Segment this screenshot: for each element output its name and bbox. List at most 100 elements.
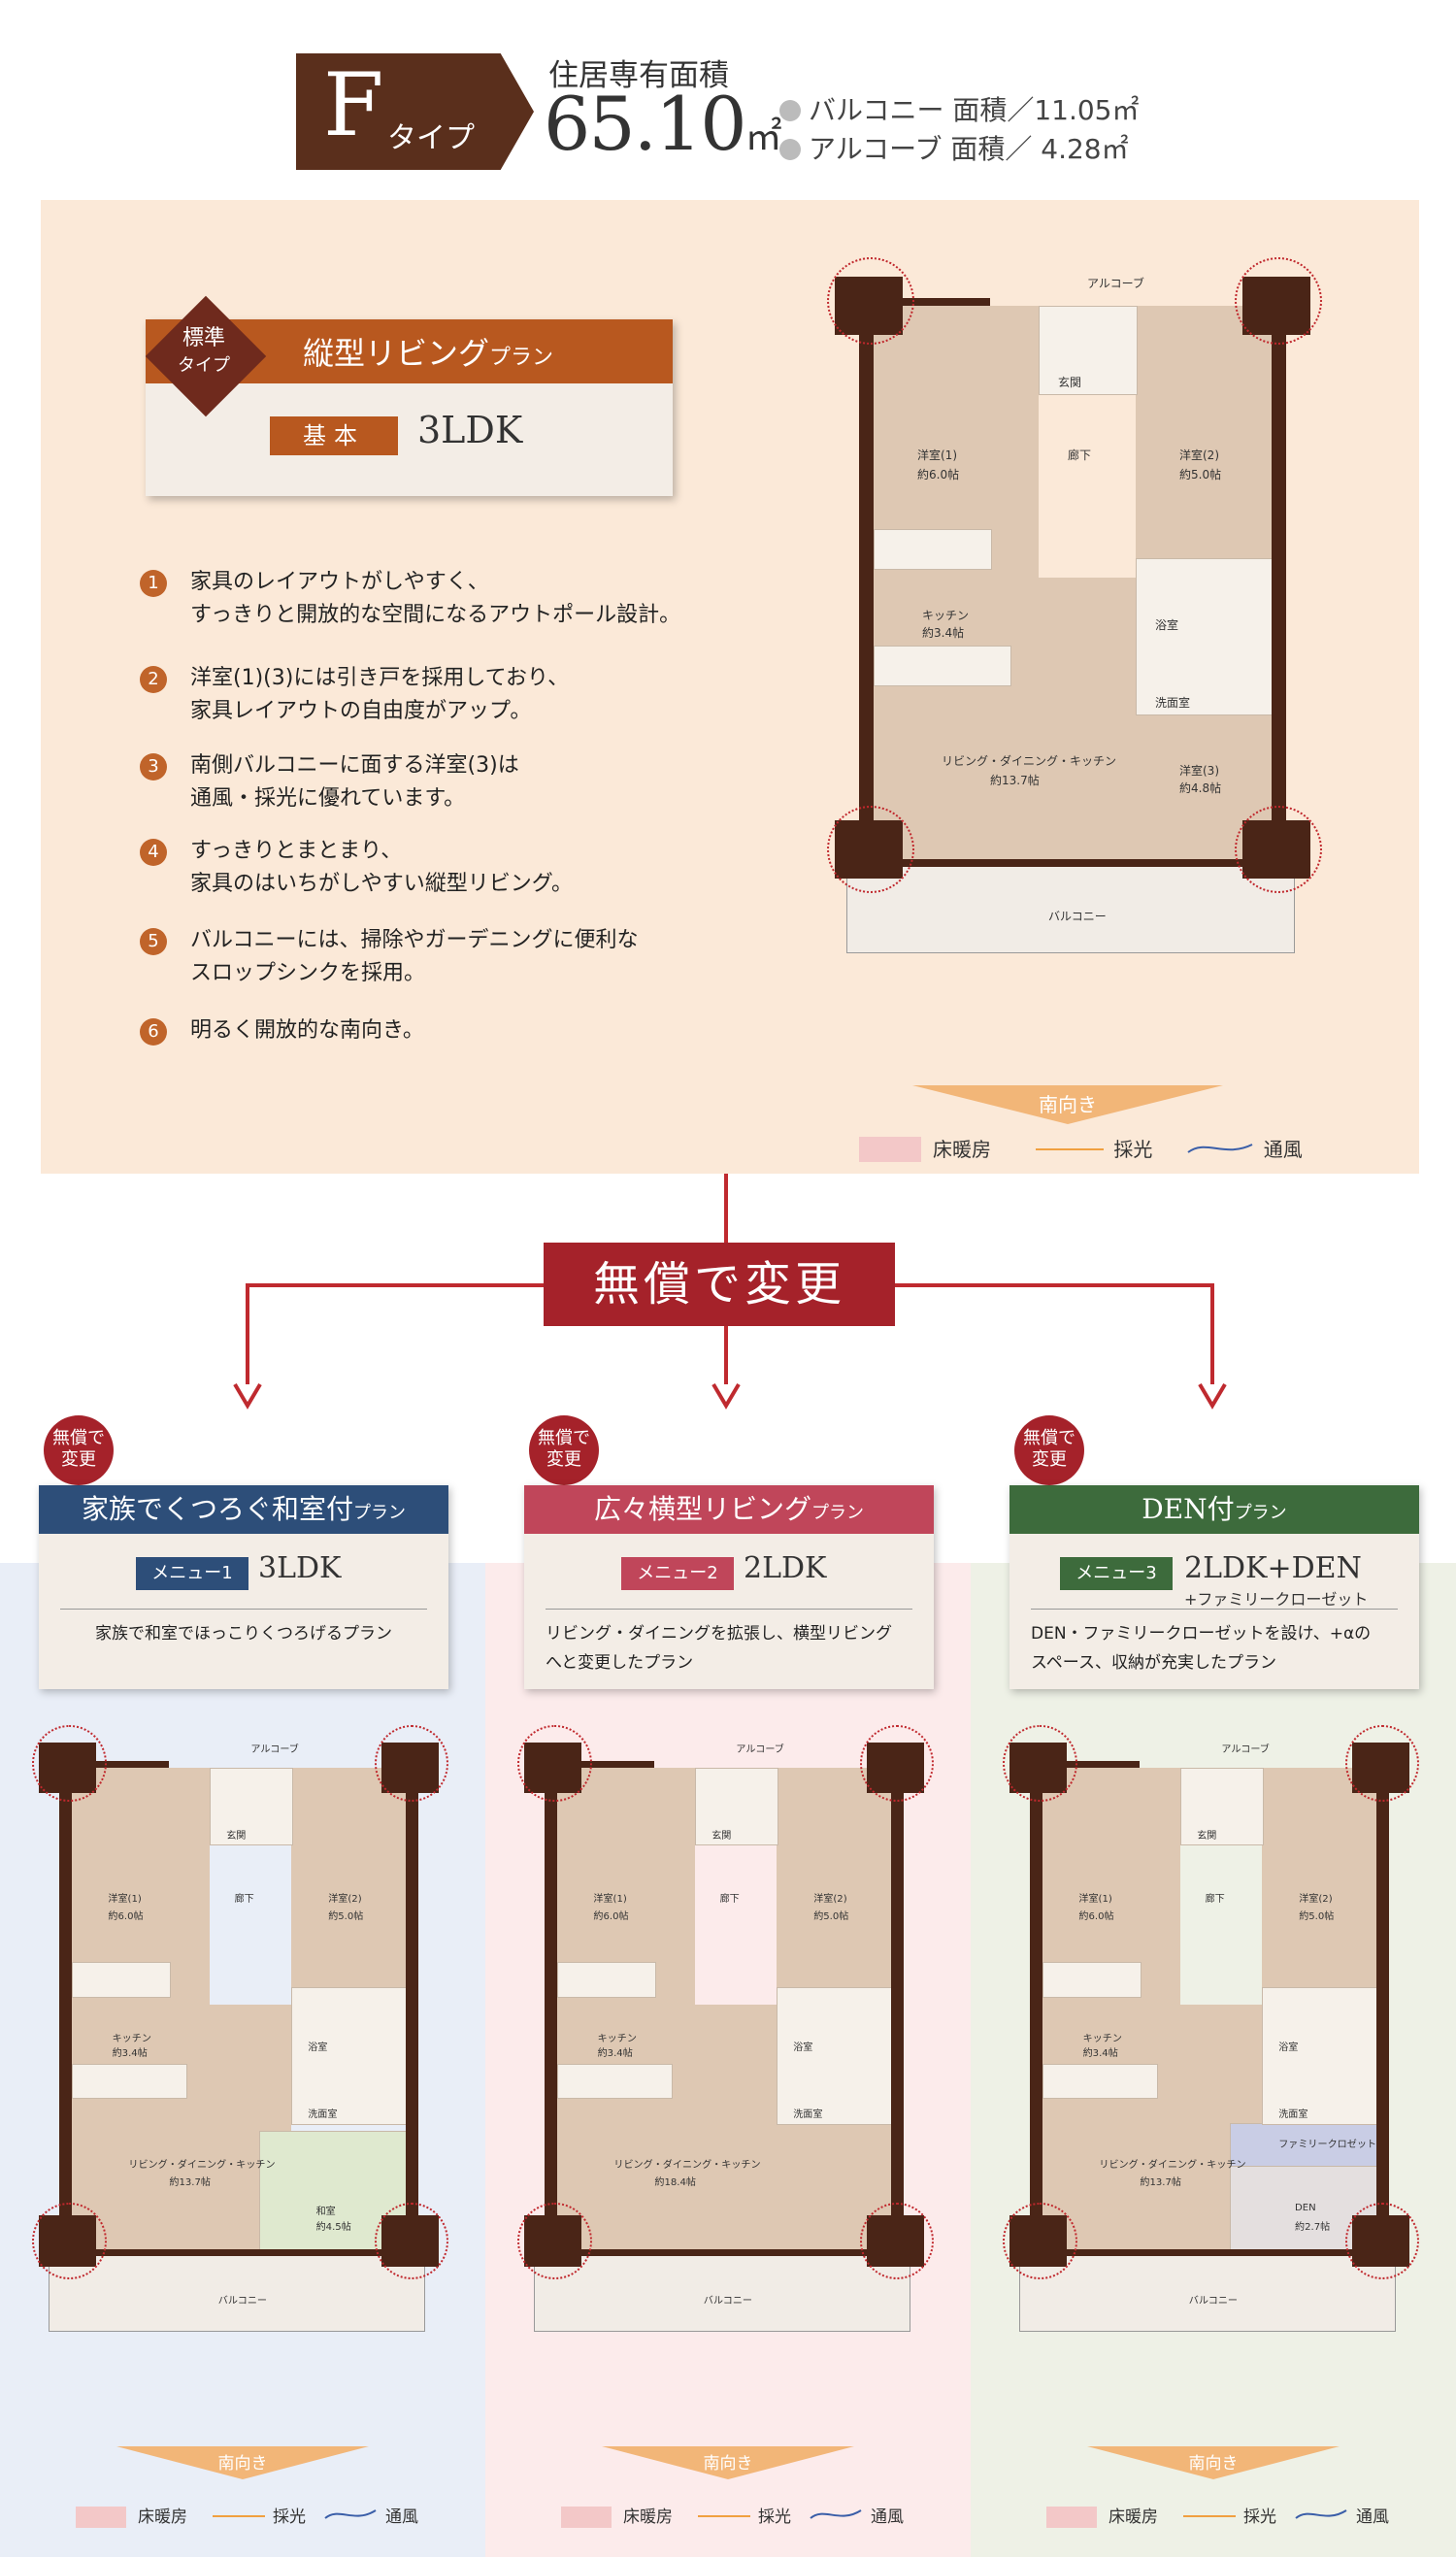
area-number: 65.10 (544, 81, 747, 167)
label-balcony: バルコニー (217, 2295, 267, 2307)
menu-title: DEN付 (1142, 1493, 1235, 1525)
free-change-badge: 無償で変更 (44, 1415, 114, 1485)
wind-icon (1295, 2509, 1347, 2519)
outpole-circle (517, 1725, 592, 1803)
outpole-circle (860, 1725, 935, 1803)
legend-light: 採光 (1113, 1138, 1153, 1161)
alcove-area-text: アルコーブ 面積／ 4.28㎡ (809, 133, 1129, 165)
kitchen-counter (71, 2063, 188, 2100)
label-living: リビング・ダイニング・キッチン (942, 754, 1117, 768)
wind-icon (324, 2509, 377, 2519)
outpole-circle (32, 2203, 107, 2280)
label-western-1-size: 約6.0帖 (917, 468, 960, 482)
legend-wind: 通風 (1356, 2507, 1389, 2527)
floor-heating-swatch (859, 1137, 921, 1162)
room-western-2 (1262, 1767, 1376, 1988)
menu-description: DEN・ファミリークローゼットを設け、+αのスペース、収納が充実したプラン (1031, 1619, 1398, 1677)
label-living: リビング・ダイニング・キッチン (613, 2160, 761, 2172)
label-hall: 廊下 (234, 1894, 254, 1906)
label-bath: 浴室 (1155, 618, 1179, 632)
wind-icon (1187, 1144, 1253, 1153)
room-living (1042, 2004, 1263, 2250)
label-kitchen: キッチン (597, 2033, 637, 2044)
label-living: リビング・ダイニング・キッチン (1099, 2160, 1246, 2172)
label-alcove: アルコーブ (1221, 1744, 1270, 1756)
balcony-area: バルコニー 面積／11.05㎡ (779, 89, 1140, 128)
kitchen-counter (874, 646, 1011, 686)
label-kitchen-size: 約3.4帖 (597, 2048, 633, 2060)
label-bath: 浴室 (308, 2042, 328, 2053)
feature-line: すっきりと開放的な空間になるアウトポール設計。 (190, 603, 681, 627)
label-western-1-size: 約6.0帖 (593, 1910, 629, 1922)
label-living-size: 約18.4帖 (654, 2176, 696, 2188)
plan-card-body (146, 383, 673, 496)
room-living (71, 2004, 292, 2250)
outpole-circle (517, 2203, 592, 2280)
label-balcony: バルコニー (1048, 910, 1107, 923)
south-arrow: 南向き (116, 2446, 369, 2479)
closets (71, 1962, 172, 1998)
area-value: 65.10㎡ (544, 85, 782, 176)
menu-divider (60, 1609, 427, 1610)
wall (71, 1760, 170, 1768)
legend-light: 採光 (273, 2507, 306, 2527)
badge-line-1: 無償で (1023, 1428, 1075, 1448)
menu-tag: メニュー1 (136, 1557, 248, 1590)
menu-floor-plan: アルコーブ洋室(1)約6.0帖洋室(2)約5.0帖玄関廊下浴室洗面室キッチン約3… (32, 1709, 449, 2427)
label-western-2: 洋室(2) (1299, 1894, 1333, 1906)
light-arrow-icon (1183, 2515, 1236, 2517)
feature-text: 明るく開放的な南向き。 (190, 1014, 792, 1047)
down-arrow-icon (1198, 1382, 1227, 1410)
label-washroom: 洗面室 (793, 2109, 823, 2121)
wall (1030, 1750, 1042, 2258)
entrance (210, 1767, 294, 1846)
menu-title-suffix: プラン (811, 1503, 864, 1523)
label-western-2-size: 約5.0帖 (1179, 468, 1222, 482)
south-arrow-icon (1087, 2446, 1340, 2479)
menu-card-header: 広々横型リビングプラン (524, 1485, 934, 1534)
feature-line: 洋室(1)(3)には引き戸を採用しており、 (190, 666, 570, 690)
wall (1042, 1760, 1141, 1768)
standard-badge-text: 標準 タイプ (159, 325, 248, 380)
label-washroom: 洗面室 (308, 2109, 338, 2121)
label-western-2-size: 約5.0帖 (328, 1910, 364, 1922)
wall (406, 1750, 418, 2258)
plan-title-text: 縦型リビング (303, 335, 490, 372)
area-label: 住居専有面積 (548, 58, 729, 93)
feature-number: 5 (140, 928, 167, 955)
label-western-1-size: 約6.0帖 (108, 1910, 144, 1922)
menu-floor-plan: アルコーブ洋室(1)約6.0帖洋室(2)約5.0帖玄関廊下浴室洗面室キッチン約3… (1003, 1709, 1420, 2427)
menu-description-line: DEN・ファミリークローゼットを設け、+αの (1031, 1624, 1372, 1644)
wind-icon (810, 2509, 862, 2519)
outpole-circle (827, 257, 914, 345)
legend: 床暖房採光通風 (76, 2503, 418, 2528)
feature-text: 家具のレイアウトがしやすく、すっきりと開放的な空間になるアウトポール設計。 (190, 566, 792, 632)
badge-line-2: 変更 (61, 1449, 96, 1470)
badge-line-1: 無償で (538, 1428, 590, 1448)
feature-text: 洋室(1)(3)には引き戸を採用しており、家具レイアウトの自由度がアップ。 (190, 662, 792, 728)
legend-floor-heating: 床暖房 (623, 2507, 673, 2527)
standard-floor-plan: アルコーブ洋室(1)約6.0帖洋室(2)約5.0帖玄関廊下浴室洗面室キッチン約3… (827, 238, 1322, 1063)
legend-light: 採光 (758, 2507, 791, 2527)
legend-light: 採光 (1243, 2507, 1276, 2527)
label-washitsu: 和室 (315, 2207, 336, 2218)
closets (874, 529, 992, 570)
badge-line-2: 変更 (1032, 1449, 1067, 1470)
legend-floor-heating: 床暖房 (138, 2507, 187, 2527)
feature-line: 通風・採光に優れています。 (190, 786, 466, 811)
label-entrance: 玄関 (1197, 1830, 1217, 1842)
menu-tag: メニュー2 (621, 1557, 734, 1590)
badge-line-1: 標準 (182, 326, 225, 350)
light-arrow-icon (1036, 1148, 1105, 1150)
feature-line: バルコニーには、掃除やガーデニングに便利な (190, 928, 639, 952)
area-unit: ㎡ (745, 116, 782, 158)
floor-heating-swatch (76, 2507, 126, 2528)
menu-layout: 3LDK (258, 1551, 342, 1585)
label-western-2: 洋室(2) (1179, 448, 1219, 462)
feature-line: 明るく開放的な南向き。 (190, 1018, 424, 1043)
label-kitchen: キッチン (1082, 2033, 1122, 2044)
outpole-circle (375, 2203, 449, 2280)
